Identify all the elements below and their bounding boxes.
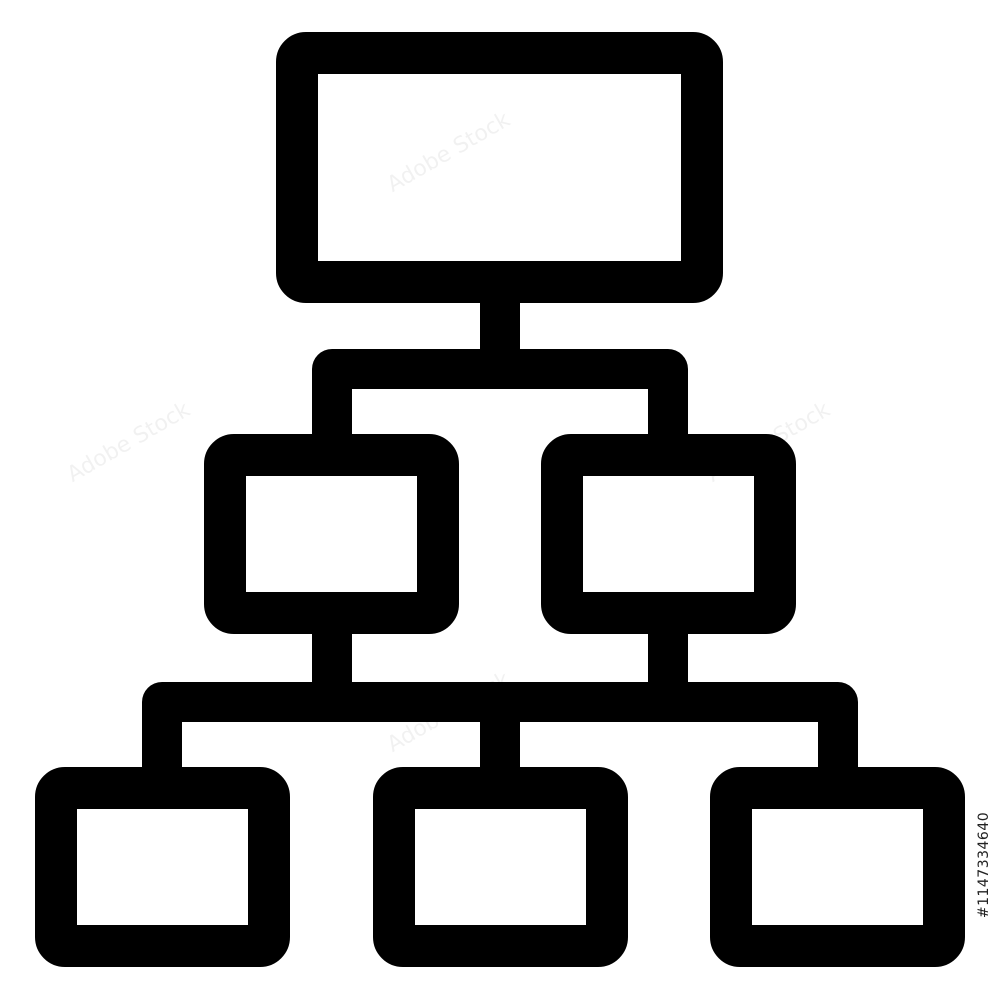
connectors [142,282,858,790]
level-2-node-right [541,434,796,634]
level-2-node-left [204,434,459,634]
level-3-node-left [35,767,290,967]
stock-id-label: #1147334640 [975,745,993,985]
level-3-node-right [710,767,965,967]
connector-level-2-to-level-3 [142,612,858,790]
root-node [276,32,723,303]
level-3-node-center [373,767,628,967]
connector-root-to-level-2 [312,282,688,455]
stock-id-text: #1147334640 [976,811,992,919]
nodes [35,32,965,967]
